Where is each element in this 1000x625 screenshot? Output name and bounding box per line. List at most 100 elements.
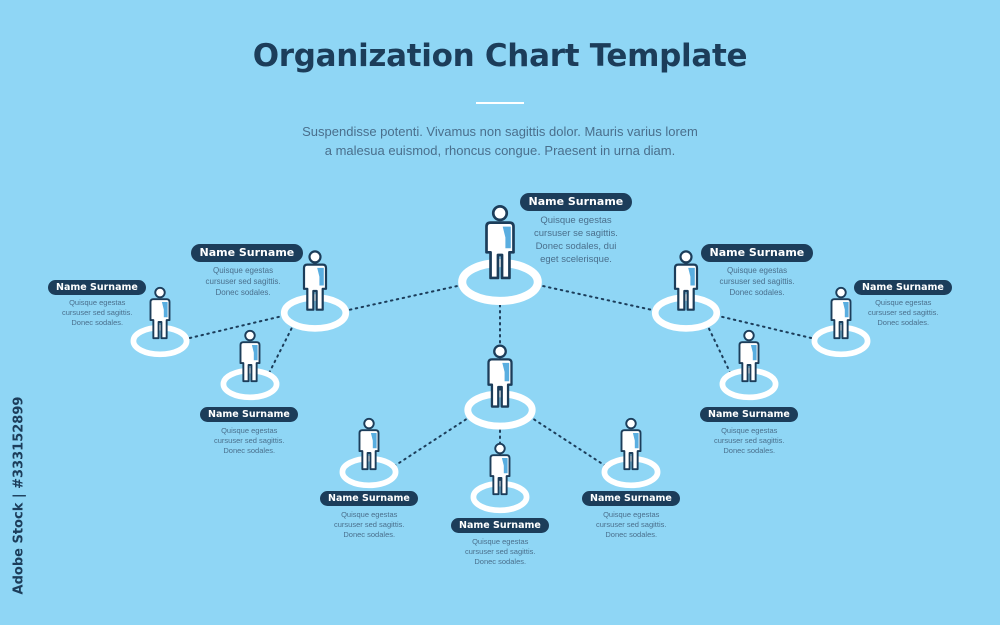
connector-line	[392, 415, 472, 468]
person-node-lower-left	[220, 329, 280, 401]
description-line: cursuser sed sagittis.	[596, 520, 667, 529]
name-label: Name Surname	[190, 244, 304, 262]
description-line: Quisque egestas	[472, 537, 529, 546]
body-shading	[842, 302, 849, 318]
subtitle-line: Suspendisse potenti. Vivamus non sagitti…	[302, 124, 698, 139]
person-node-bottom-right	[601, 417, 661, 489]
description-line: Donec sodales.	[723, 446, 776, 455]
body-shading	[632, 433, 639, 449]
platform-ring	[458, 259, 542, 305]
body-shading	[251, 345, 258, 361]
person-icon	[489, 442, 511, 496]
description-line: cursuser sed sagittis.	[465, 547, 536, 556]
body-shading	[501, 458, 508, 474]
person-node-top	[458, 205, 542, 305]
description-line: Quisque egestas	[341, 510, 398, 519]
subtitle-line: a malesua euismod, rhoncus congue. Praes…	[324, 143, 676, 158]
connector-line	[528, 415, 608, 468]
body-shading	[161, 302, 168, 318]
body-shading	[317, 267, 324, 286]
name-label: Name Surname	[854, 279, 952, 295]
description-line: Donec sodales.	[215, 288, 271, 297]
person-node-center	[464, 344, 536, 430]
person-icon	[830, 286, 852, 340]
page-title: Organization Chart Template	[252, 38, 748, 74]
connector-line	[344, 283, 464, 312]
connector-line	[715, 314, 816, 340]
connector-line	[536, 283, 657, 312]
person-icon	[620, 417, 642, 471]
description-line: Quisque egestas	[721, 426, 778, 435]
name-label: Name Surname	[200, 406, 298, 422]
role-description: Quisque egestas cursuser sed sagittis. Don…	[720, 265, 795, 298]
description-line: Quisque egestas	[727, 266, 788, 275]
description-line: eget scelerisque.	[540, 254, 612, 265]
person-node-bottom-center	[470, 442, 530, 514]
person-node-lower-right	[719, 329, 779, 401]
name-label: Name Surname	[320, 490, 418, 506]
platform-ring	[339, 455, 399, 489]
description-line: Donec sodales.	[729, 288, 785, 297]
person-icon	[487, 344, 513, 408]
platform-ring	[130, 324, 190, 358]
person-icon	[358, 417, 380, 471]
description-line: cursuser sed sagittis.	[62, 308, 133, 317]
person-node-bottom-left	[339, 417, 399, 489]
platform-ring	[719, 367, 779, 401]
person-icon	[738, 329, 760, 383]
description-line: cursuser sed sagittis.	[205, 277, 281, 286]
role-description: Quisque egestas cursuser sed sagittis. Don…	[206, 265, 281, 298]
person-node-far-right	[811, 286, 871, 358]
page-subtitle: Suspendisse potenti. Vivamus non sagitti…	[250, 122, 750, 160]
description-line: Donec sodales, dui	[535, 241, 617, 252]
description-line: Quisque egestas	[69, 298, 126, 307]
description-line: Donec sodales.	[605, 530, 658, 539]
description-line: cursuser sed sagittis.	[719, 277, 795, 286]
title-divider	[476, 102, 524, 104]
platform-ring	[280, 294, 350, 332]
person-icon	[239, 329, 261, 383]
description-line: Quisque egestas	[603, 510, 660, 519]
body-shading	[502, 362, 510, 382]
name-label: Name Surname	[700, 244, 814, 262]
description-line: Quisque egestas	[875, 298, 932, 307]
description-line: cursuser sed sagittis.	[334, 520, 405, 529]
person-icon	[149, 286, 171, 340]
description-line: cursuser sed sagittis.	[868, 308, 939, 317]
description-line: Donec sodales.	[71, 318, 124, 327]
person-icon	[673, 250, 699, 311]
person-icon	[485, 205, 515, 280]
platform-ring	[651, 294, 721, 332]
name-label: Name Surname	[48, 279, 146, 295]
person-node-upper-right	[651, 250, 721, 332]
platform-ring	[220, 367, 280, 401]
description-line: cursuser sed sagittis.	[714, 436, 785, 445]
platform-ring	[464, 390, 536, 430]
name-label: Name Surname	[519, 193, 633, 211]
description-line: Donec sodales.	[877, 318, 930, 327]
node-layer	[130, 205, 871, 514]
body-shading	[370, 433, 377, 449]
description-line: cursuser sed sagittis.	[214, 436, 285, 445]
platform-ring	[811, 324, 871, 358]
description-line: Donec sodales.	[343, 530, 396, 539]
body-shading	[750, 345, 757, 361]
person-icon	[302, 250, 328, 311]
platform-ring	[470, 480, 530, 514]
body-shading	[688, 267, 695, 286]
description-line: Donec sodales.	[223, 446, 276, 455]
platform-ring	[601, 455, 661, 489]
name-label: Name Surname	[582, 490, 680, 506]
connector-line	[705, 322, 733, 377]
description-line: Quisque egestas	[213, 266, 274, 275]
